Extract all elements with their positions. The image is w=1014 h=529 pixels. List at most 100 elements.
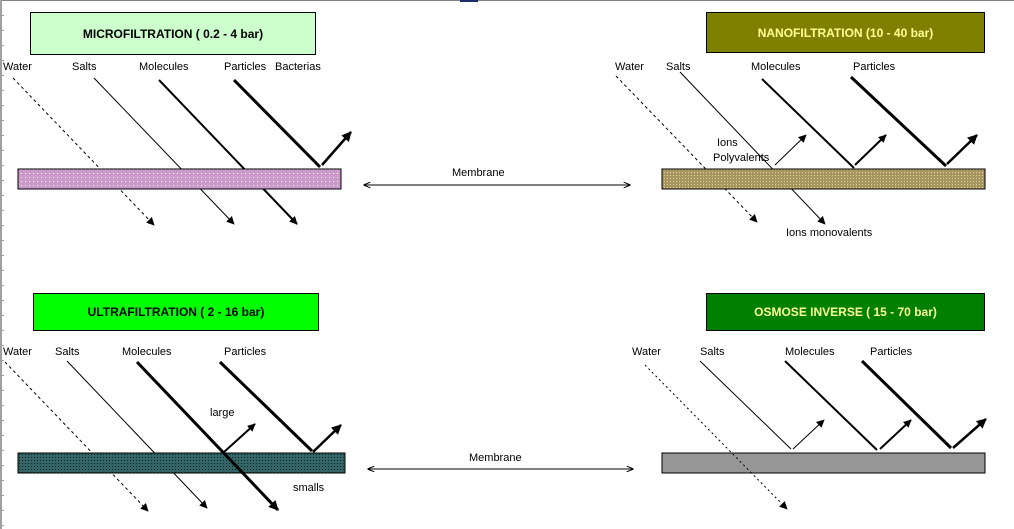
row-tick — [0, 135, 4, 136]
row-tick — [0, 405, 4, 406]
label-water: Water — [632, 346, 661, 358]
row-tick — [0, 480, 4, 481]
title-osmose-inverse: OSMOSE INVERSE ( 15 - 70 bar) — [706, 293, 985, 331]
annotation-large: large — [210, 407, 235, 419]
label-water: Water — [3, 346, 32, 358]
particles-arrow-out — [312, 424, 342, 453]
label-molecules: Molecules — [122, 346, 172, 358]
annotation-ions-monovalents: Ions monovalents — [786, 227, 873, 239]
salts-arrow — [66, 360, 208, 509]
row-tick — [0, 120, 4, 121]
ions-polyvalent-out — [774, 134, 807, 166]
water-arrow — [12, 77, 155, 226]
title-ultrafiltration: ULTRAFILTRATION ( 2 - 16 bar) — [33, 293, 319, 331]
label-particles: Particles — [870, 346, 913, 358]
molecules-arrow-out — [854, 134, 887, 166]
annotation-polyvalents: Polyvalents — [713, 152, 770, 164]
panel-microfiltration — [12, 77, 352, 226]
row-tick — [0, 240, 4, 241]
water-arrow — [615, 75, 758, 223]
row-tick — [0, 360, 4, 361]
molecules-arrow — [135, 360, 280, 512]
membrane-label-bottom: Membrane — [469, 452, 522, 464]
row-tick — [0, 105, 4, 106]
label-salts: Salts — [55, 346, 80, 358]
title-microfiltration: MICROFILTRATION ( 0.2 - 4 bar) — [30, 12, 316, 55]
row-tick — [0, 165, 4, 166]
panel-osmose-inverse — [644, 359, 987, 510]
label-molecules: Molecules — [751, 61, 801, 73]
salts-arrow — [679, 71, 826, 225]
membrane-osmose — [661, 452, 986, 474]
row-tick — [0, 330, 4, 331]
molecules-arrow-in — [761, 78, 855, 169]
row-tick — [0, 450, 4, 451]
row-tick — [0, 375, 4, 376]
row-tick — [0, 510, 4, 511]
row-tick — [0, 435, 4, 436]
label-bacterias: Bacterias — [275, 61, 321, 73]
row-tick — [0, 45, 4, 46]
label-water: Water — [615, 61, 644, 73]
label-particles: Particles — [224, 61, 267, 73]
label-salts: Salts — [72, 61, 97, 73]
salts-arrow-in — [699, 360, 792, 450]
row-tick — [0, 345, 4, 346]
membrane-nano — [661, 168, 986, 190]
row-tick — [0, 270, 4, 271]
row-tick — [0, 180, 4, 181]
annotation-ions: Ions — [717, 137, 738, 149]
row-tick — [0, 15, 4, 16]
row-tick — [0, 255, 4, 256]
label-molecules: Molecules — [785, 346, 835, 358]
row-tick — [0, 525, 4, 526]
row-tick — [0, 390, 4, 391]
molecules-arrow — [158, 79, 298, 225]
water-arrow — [4, 361, 149, 512]
molecules-arrow-in — [784, 360, 878, 451]
row-tick — [0, 210, 4, 211]
row-tick — [0, 60, 4, 61]
row-tick — [0, 75, 4, 76]
sheet-left-border — [0, 0, 2, 529]
row-tick — [0, 495, 4, 496]
row-tick — [0, 315, 4, 316]
label-particles: Particles — [853, 61, 896, 73]
particles-arrow-in — [218, 360, 314, 453]
row-tick — [0, 225, 4, 226]
panel-nanofiltration — [615, 71, 986, 225]
label-salts: Salts — [666, 61, 691, 73]
row-tick — [0, 285, 4, 286]
molecules-arrow-out — [879, 419, 912, 450]
row-tick — [0, 30, 4, 31]
membrane-label-top: Membrane — [452, 167, 505, 179]
label-particles: Particles — [224, 346, 267, 358]
particles-arrow-out — [321, 131, 352, 166]
row-tick — [0, 465, 4, 466]
selection-marker — [460, 0, 478, 2]
membrane-ultra — [17, 452, 346, 474]
label-molecules: Molecules — [139, 61, 189, 73]
panel-ultrafiltration — [4, 360, 346, 512]
membrane-micro — [17, 168, 342, 190]
row-tick — [0, 90, 4, 91]
particles-arrow-in — [860, 359, 953, 450]
title-nanofiltration: NANOFILTRATION (10 - 40 bar) — [706, 12, 985, 53]
label-salts: Salts — [700, 346, 725, 358]
particles-arrow-in — [849, 75, 948, 168]
particles-arrow-in — [232, 78, 322, 169]
sheet-top-border — [0, 0, 1014, 1]
salts-arrow — [93, 77, 235, 225]
particles-arrow-out — [952, 418, 987, 449]
row-tick — [0, 195, 4, 196]
large-molecules-out — [223, 423, 256, 453]
salts-arrow-out — [792, 419, 825, 450]
label-water: Water — [3, 61, 32, 73]
row-tick — [0, 420, 4, 421]
water-arrow — [644, 364, 788, 510]
row-tick — [0, 300, 4, 301]
annotation-smalls: smalls — [293, 482, 325, 494]
particles-arrow-out — [946, 134, 978, 165]
row-tick — [0, 150, 4, 151]
